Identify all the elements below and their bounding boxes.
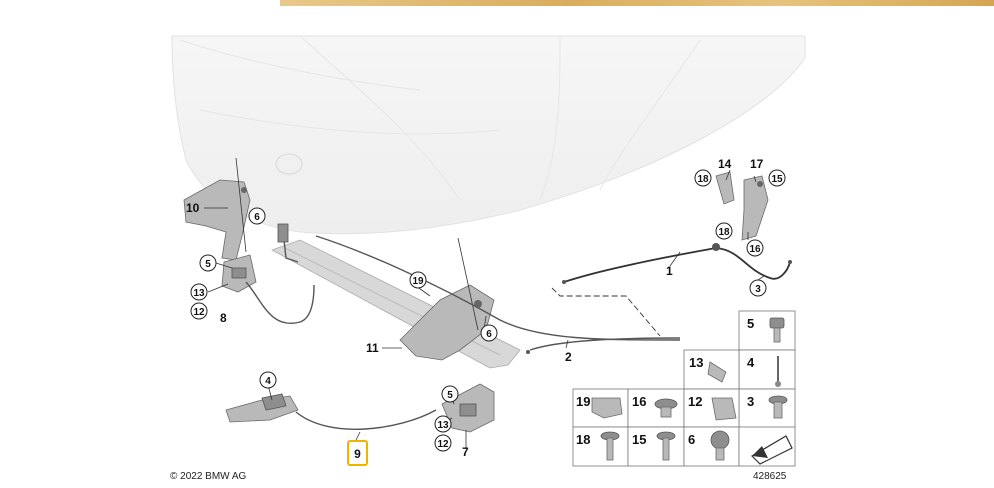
bracket-14-17 <box>715 171 769 241</box>
svg-text:5: 5 <box>747 316 754 331</box>
svg-text:13: 13 <box>437 420 449 431</box>
svg-text:2: 2 <box>565 350 572 364</box>
svg-text:9: 9 <box>354 447 361 461</box>
diagram-number: 428625 <box>753 471 787 482</box>
svg-text:3: 3 <box>747 394 754 409</box>
callout-16: 16 <box>746 239 764 257</box>
callout-5a: 5 <box>199 254 217 272</box>
svg-text:13: 13 <box>689 355 703 370</box>
latch-8 <box>221 223 315 325</box>
top-accent-bar <box>280 0 994 6</box>
callout-7: 7 <box>462 445 469 459</box>
svg-text:16: 16 <box>749 244 761 255</box>
callout-4: 4 <box>259 371 277 389</box>
svg-text:17: 17 <box>750 157 764 171</box>
svg-text:14: 14 <box>718 157 732 171</box>
hood-illustration <box>171 35 806 235</box>
svg-text:3: 3 <box>755 284 761 295</box>
svg-text:6: 6 <box>254 212 260 223</box>
screw-18-icon <box>600 431 620 461</box>
callout-6a: 6 <box>248 207 266 225</box>
callout-6b: 6 <box>480 324 498 342</box>
bolt-6-icon <box>710 430 730 461</box>
callout-5b: 5 <box>441 385 459 403</box>
svg-text:13: 13 <box>193 288 205 299</box>
svg-text:11: 11 <box>366 341 379 355</box>
screw-5-icon <box>769 317 785 343</box>
svg-text:8: 8 <box>220 311 227 325</box>
callout-18b: 18 <box>715 222 733 240</box>
svg-text:19: 19 <box>576 394 590 409</box>
callout-2: 2 <box>565 350 572 364</box>
clip-3-icon <box>768 395 788 419</box>
latch-7 <box>441 383 495 433</box>
callout-12b: 12 <box>434 434 452 452</box>
callout-15: 15 <box>768 169 786 187</box>
svg-text:10: 10 <box>186 201 200 215</box>
clip-12-icon <box>711 397 737 421</box>
svg-text:4: 4 <box>747 355 755 370</box>
nut-16-icon <box>654 398 678 418</box>
callout-19: 19 <box>409 271 427 289</box>
svg-text:18: 18 <box>697 174 709 185</box>
svg-text:5: 5 <box>205 259 211 270</box>
callout-18: 18 <box>694 169 712 187</box>
parts-table: 5 4 3 13 19 16 12 18 15 6 <box>572 310 796 467</box>
callout-10: 10 <box>186 201 200 215</box>
release-lever-4 <box>225 393 299 423</box>
callout-13a: 13 <box>190 283 208 301</box>
callout-12a: 12 <box>190 302 208 320</box>
svg-text:5: 5 <box>447 390 453 401</box>
svg-text:6: 6 <box>688 432 695 447</box>
clip-13-icon <box>707 361 727 383</box>
svg-text:12: 12 <box>193 307 205 318</box>
svg-text:15: 15 <box>771 174 783 185</box>
svg-text:4: 4 <box>265 376 271 387</box>
clip-19-icon <box>591 397 623 419</box>
callout-14: 14 <box>718 157 732 171</box>
callout-1: 1 <box>666 264 673 278</box>
svg-text:19: 19 <box>412 276 424 287</box>
cable-9 <box>295 409 437 430</box>
svg-text:12: 12 <box>688 394 702 409</box>
pin-4-icon <box>775 356 781 387</box>
svg-text:7: 7 <box>462 445 469 459</box>
svg-text:15: 15 <box>632 432 646 447</box>
callout-17: 17 <box>750 157 764 171</box>
callout-3: 3 <box>749 279 767 297</box>
callout-9: 9 <box>347 440 368 466</box>
copyright-text: © 2022 BMW AG <box>170 471 247 482</box>
bowden-cable <box>315 235 792 354</box>
svg-text:16: 16 <box>632 394 646 409</box>
svg-text:1: 1 <box>666 264 673 278</box>
svg-text:18: 18 <box>718 227 730 238</box>
svg-text:12: 12 <box>437 439 449 450</box>
callout-11: 11 <box>366 341 379 355</box>
svg-text:6: 6 <box>486 329 492 340</box>
svg-text:18: 18 <box>576 432 590 447</box>
callout-8: 8 <box>220 311 227 325</box>
callout-13b: 13 <box>434 415 452 433</box>
screw-15-icon <box>656 431 676 461</box>
arrow-icon <box>751 435 793 465</box>
